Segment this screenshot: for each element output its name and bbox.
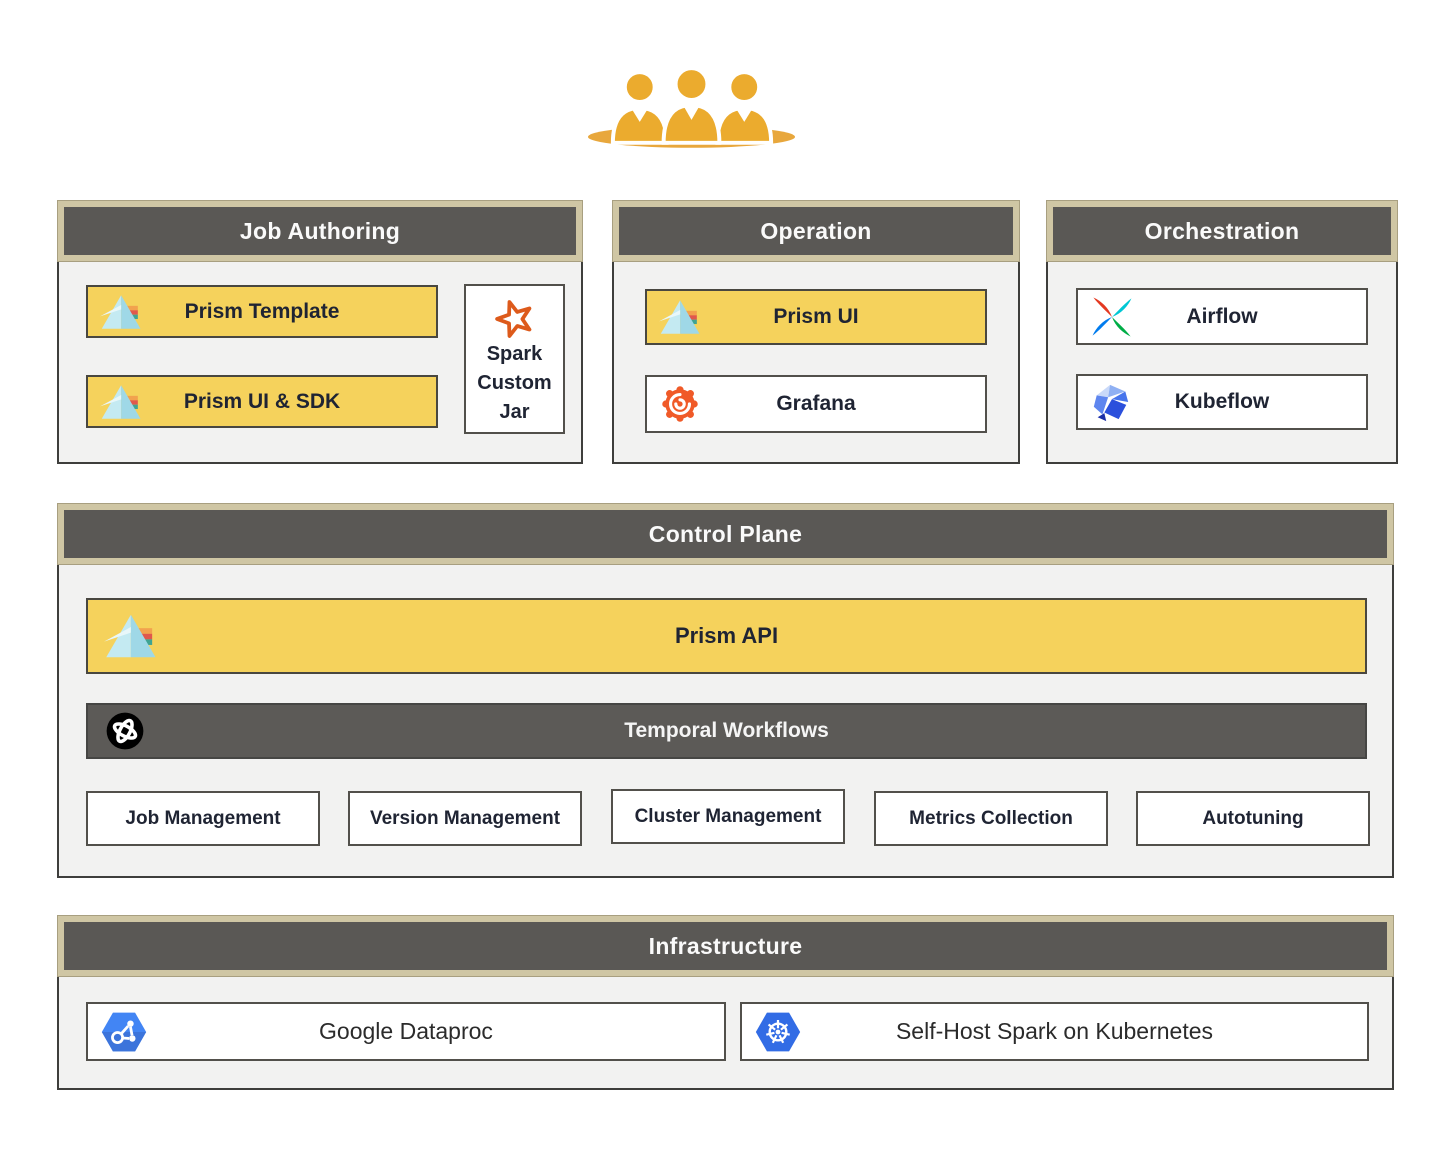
users-icon: [587, 66, 796, 148]
spark-star-icon: [494, 298, 536, 340]
section-header: Operation: [612, 200, 1020, 262]
section-orchestration: Orchestration Airflow: [1046, 200, 1398, 464]
section-body: Airflow Kubeflow: [1046, 262, 1398, 464]
item-label: Prism UI: [773, 305, 859, 328]
item-google-dataproc: Google Dataproc: [86, 1002, 726, 1061]
item-label: Airflow: [1186, 304, 1258, 328]
item-label: Grafana: [776, 392, 856, 415]
section-title: Operation: [760, 217, 872, 244]
item-version-management: Version Management: [348, 791, 582, 846]
item-label: Autotuning: [1202, 807, 1304, 829]
item-label: Cluster Management: [634, 805, 822, 827]
section-header: Orchestration: [1046, 200, 1398, 262]
prism-icon: [100, 293, 144, 331]
section-header: Control Plane: [57, 503, 1394, 565]
item-label: Job Management: [125, 807, 281, 829]
item-label: Spark Custom Jar: [477, 343, 552, 423]
airflow-icon: [1090, 295, 1134, 339]
section-header: Job Authoring: [57, 200, 583, 262]
kubeflow-icon: [1090, 381, 1132, 423]
grafana-icon: [659, 383, 701, 425]
item-label: Kubeflow: [1174, 390, 1270, 413]
item-prism-ui: Prism UI: [645, 289, 987, 345]
item-spark-custom-jar: Spark Custom Jar: [464, 284, 565, 434]
prism-icon: [100, 383, 144, 421]
item-cluster-management: Cluster Management: [611, 789, 845, 844]
section-infrastructure: Infrastructure: [57, 915, 1394, 1090]
section-job-authoring: Job Authoring Prism Template: [57, 200, 583, 464]
temporal-icon: [104, 710, 146, 752]
item-selfhost-kubernetes: Self-Host Spark on Kubernetes: [740, 1002, 1369, 1061]
section-body: Google Dataproc: [57, 977, 1394, 1090]
item-label: Temporal Workflows: [624, 719, 829, 742]
item-airflow: Airflow: [1076, 288, 1368, 345]
item-label: Prism Template: [184, 299, 340, 323]
section-title: Control Plane: [648, 520, 803, 547]
item-autotuning: Autotuning: [1136, 791, 1370, 846]
section-title: Orchestration: [1144, 217, 1300, 244]
section-body: Prism API Temporal Workflows Job Managem…: [57, 565, 1394, 878]
item-metrics-collection: Metrics Collection: [874, 791, 1108, 846]
item-label: Prism API: [674, 623, 779, 648]
item-grafana: Grafana: [645, 375, 987, 433]
item-prism-template: Prism Template: [86, 285, 438, 338]
kubernetes-icon: [754, 1008, 802, 1056]
section-body: Prism Template Prism UI & SDK: [57, 262, 583, 464]
item-label: Self-Host Spark on Kubernetes: [895, 1018, 1214, 1044]
section-title: Job Authoring: [239, 217, 401, 244]
section-title: Infrastructure: [648, 932, 803, 959]
item-prism-api: Prism API: [86, 598, 1367, 674]
item-prism-ui-sdk: Prism UI & SDK: [86, 375, 438, 428]
section-control-plane: Control Plane Prism API: [57, 503, 1394, 878]
item-label: Metrics Collection: [909, 807, 1073, 829]
dataproc-icon: [100, 1008, 148, 1056]
item-job-management: Job Management: [86, 791, 320, 846]
section-body: Prism UI: [612, 262, 1020, 464]
section-header: Infrastructure: [57, 915, 1394, 977]
prism-icon: [104, 612, 160, 660]
item-label: Version Management: [369, 807, 561, 829]
item-label: Prism UI & SDK: [183, 389, 341, 413]
item-temporal-workflows: Temporal Workflows: [86, 703, 1367, 759]
prism-icon: [659, 298, 703, 336]
item-kubeflow: Kubeflow: [1076, 374, 1368, 430]
item-label: Google Dataproc: [319, 1018, 493, 1044]
section-operation: Operation Prism UI: [612, 200, 1020, 464]
